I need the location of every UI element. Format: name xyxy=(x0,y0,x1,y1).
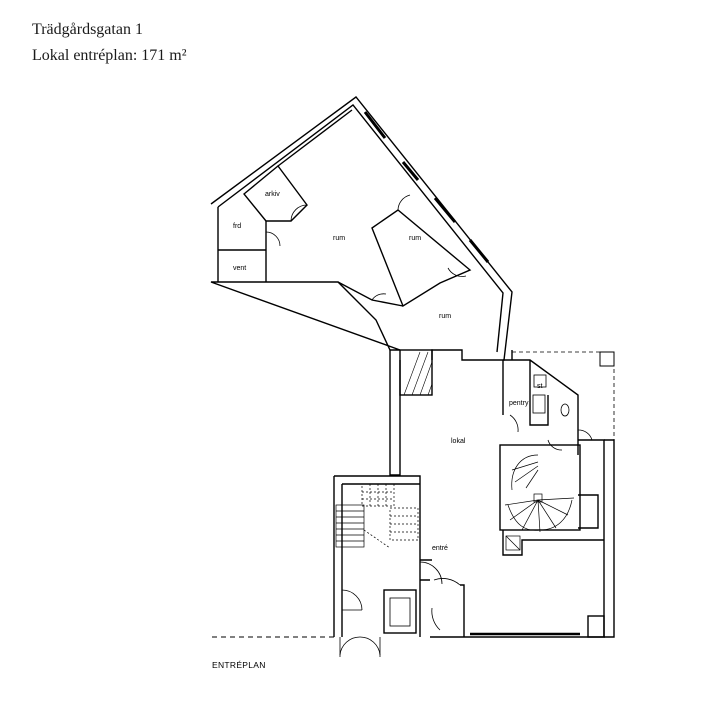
entrance-stairs xyxy=(335,483,419,549)
plan-subtitle: Lokal entréplan: 171 m² xyxy=(32,47,187,64)
room-label-rum-main: rum xyxy=(333,235,345,242)
room-label-st: st xyxy=(537,383,543,390)
room-label-entre: entré xyxy=(432,545,448,552)
room-label-arkiv: arkiv xyxy=(265,191,280,198)
upper-doors xyxy=(265,194,467,301)
upper-wing-walls xyxy=(210,96,513,361)
room-label-rum-lower: rum xyxy=(439,313,451,320)
entrance-doors xyxy=(339,561,461,657)
room-label-lokal: lokal xyxy=(451,438,466,445)
room-label-frd: frd xyxy=(233,223,241,230)
room-label-vent: vent xyxy=(233,265,246,272)
plan-caption: ENTRÉPLAN xyxy=(212,660,266,670)
plan-title: Trädgårdsgatan 1 xyxy=(32,21,143,38)
room-label-rum-right: rum xyxy=(409,235,421,242)
pentry-fixtures xyxy=(509,374,593,451)
spiral-stairs xyxy=(504,454,575,551)
entrance-walls xyxy=(333,475,465,637)
main-walls xyxy=(389,349,615,638)
room-label-pentry: pentry xyxy=(509,400,529,407)
shaft-hatch xyxy=(403,351,433,396)
